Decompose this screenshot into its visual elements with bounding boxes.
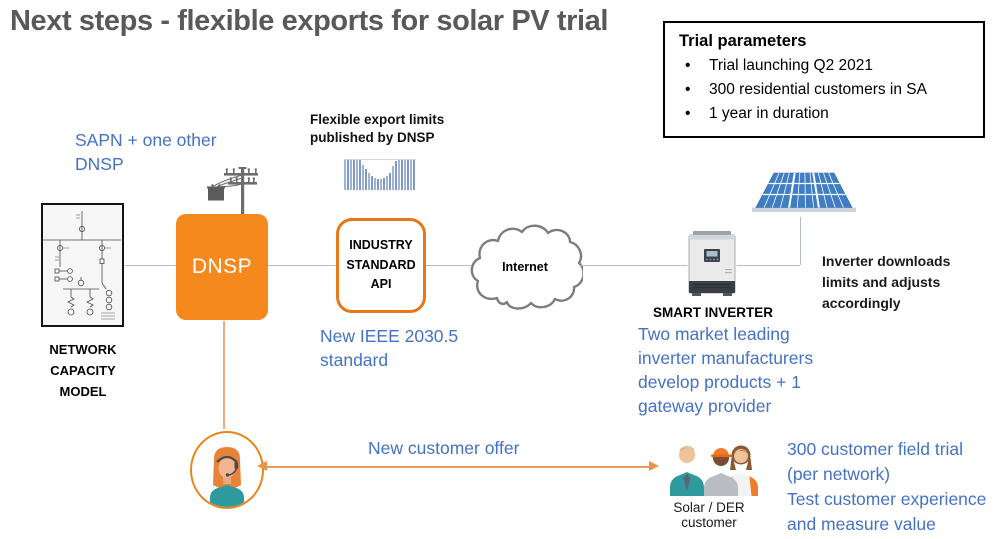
internet-cloud-node: Internet bbox=[467, 222, 585, 314]
connector-dnsp-api bbox=[268, 265, 336, 266]
support-agent-node bbox=[190, 431, 264, 509]
bar bbox=[386, 176, 388, 190]
bar bbox=[377, 179, 379, 190]
arrowhead-right-icon bbox=[649, 461, 659, 471]
bar bbox=[380, 179, 382, 190]
bar bbox=[374, 178, 376, 190]
trial-parameter-item: • 300 residential customers in SA bbox=[679, 78, 969, 102]
manufacturers-note: Two market leading inverter manufacturer… bbox=[638, 324, 814, 417]
bar bbox=[404, 159, 406, 190]
internet-label: Internet bbox=[502, 260, 548, 274]
trial-parameters-heading: Trial parameters bbox=[679, 32, 807, 50]
trial-parameter-text: 1 year in duration bbox=[709, 105, 829, 123]
connector-panel-down bbox=[800, 217, 801, 265]
inverter-icon bbox=[687, 229, 737, 304]
support-agent-icon bbox=[210, 447, 244, 507]
bar bbox=[392, 166, 394, 190]
bar bbox=[383, 178, 385, 190]
bar bbox=[401, 159, 403, 190]
connector-cloud-inverter bbox=[579, 265, 687, 266]
bar bbox=[407, 159, 409, 190]
bar bbox=[350, 159, 352, 190]
trial-parameter-item: • 1 year in duration bbox=[679, 102, 969, 126]
solar-panel-icon bbox=[750, 170, 858, 218]
network-capacity-model-label: NETWORK CAPACITY MODEL bbox=[49, 342, 117, 399]
api-label: INDUSTRY STANDARD API bbox=[346, 238, 416, 292]
power-pole-icon bbox=[188, 166, 266, 216]
connector-dnsp-support bbox=[223, 321, 225, 429]
bar bbox=[368, 173, 370, 190]
bullet-icon: • bbox=[685, 81, 691, 99]
bar-chart-bars bbox=[344, 159, 416, 190]
connector-panel-inverter bbox=[737, 265, 800, 266]
trial-parameter-item: • Trial launching Q2 2021 bbox=[679, 54, 969, 78]
trial-parameters-box: Trial parameters • Trial launching Q2 20… bbox=[663, 21, 985, 138]
smart-inverter-label: SMART INVERTER bbox=[652, 305, 773, 320]
limit-line bbox=[344, 159, 416, 160]
flexible-limits-label: Flexible export limits published by DNSP bbox=[310, 112, 445, 146]
trial-parameter-text: 300 residential customers in SA bbox=[709, 81, 927, 99]
bar bbox=[359, 159, 361, 190]
bar bbox=[353, 159, 355, 190]
page-title: Next steps - flexible exports for solar … bbox=[10, 5, 609, 37]
trial-parameter-text: Trial launching Q2 2021 bbox=[709, 57, 873, 74]
bar bbox=[362, 165, 364, 190]
dnsp-label: DNSP bbox=[191, 255, 253, 278]
bar bbox=[347, 159, 349, 190]
bar-chart-icon bbox=[344, 159, 416, 190]
ieee-note: New IEEE 2030.5 standard bbox=[320, 326, 459, 371]
inverter-download-note: Inverter downloads limits and adjusts ac… bbox=[822, 253, 951, 311]
customers-icon bbox=[664, 438, 764, 496]
bullet-icon: • bbox=[685, 105, 691, 123]
field-trial-note: 300 customer field trial (per network) T… bbox=[787, 439, 987, 534]
connector-model-dnsp bbox=[125, 265, 176, 266]
bar bbox=[389, 173, 391, 190]
bar bbox=[410, 159, 412, 190]
bar bbox=[371, 176, 373, 190]
customer-offer-label: New customer offer bbox=[368, 438, 520, 458]
bar bbox=[356, 159, 358, 190]
solar-der-customer-label: Solar / DER customer bbox=[673, 500, 745, 530]
cloud-icon bbox=[470, 224, 585, 310]
industry-standard-api-node: INDUSTRY STANDARD API bbox=[336, 218, 426, 313]
network-capacity-model-box bbox=[41, 203, 124, 327]
sapn-note: SAPN + one other DNSP bbox=[75, 130, 217, 175]
offer-arrow-line bbox=[267, 466, 651, 468]
bar bbox=[365, 169, 367, 190]
connector-api-cloud bbox=[426, 265, 471, 266]
arrowhead-left-icon bbox=[257, 461, 267, 471]
bar bbox=[395, 161, 397, 190]
bar bbox=[344, 159, 346, 190]
circuit-diagram-icon bbox=[43, 211, 121, 320]
bar bbox=[398, 159, 400, 190]
dnsp-node: DNSP bbox=[176, 214, 268, 320]
bar bbox=[413, 159, 415, 190]
bullet-icon: • bbox=[685, 57, 691, 74]
